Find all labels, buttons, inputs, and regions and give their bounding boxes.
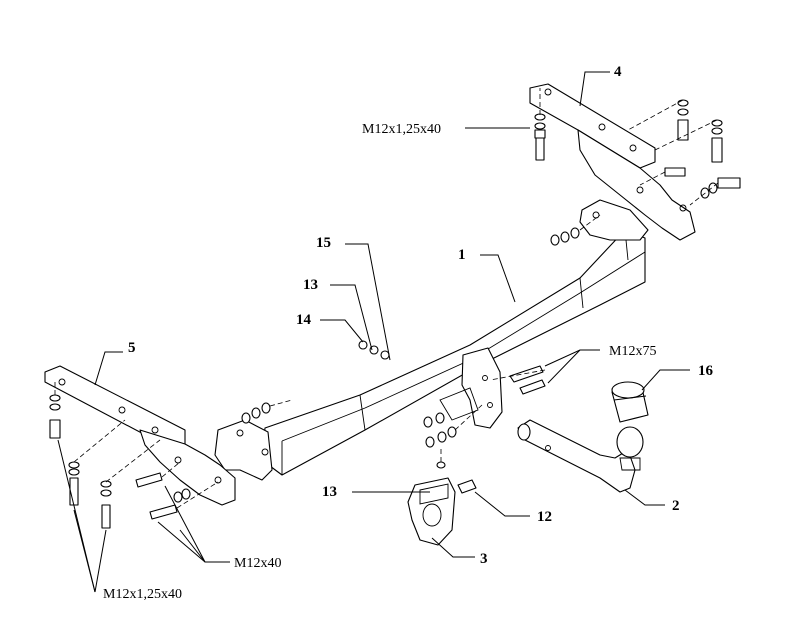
assembly-lines [54,88,719,509]
label-part-16: 16 [698,363,714,379]
callout-labels: 1 2 3 4 5 12 13 13 14 15 16 M12x1,25x40 … [103,64,714,602]
label-part-1: 1 [458,247,466,263]
label-part-12: 12 [537,509,552,525]
fasteners [49,99,741,529]
label-bolt-m12x125x40-top: M12x1,25x40 [362,122,441,137]
cross-beam [261,229,646,476]
label-bolt-m12x75: M12x75 [609,344,656,359]
label-part-2: 2 [672,498,680,514]
label-part-4: 4 [614,64,622,80]
tow-ball-neck [517,419,644,493]
socket-plate [407,477,456,546]
ball-cap [611,381,649,423]
label-bolt-m12x40: M12x40 [234,556,281,571]
right-side-bracket [529,83,696,241]
label-part-15: 15 [316,235,331,251]
beam-left-flange [214,419,273,481]
label-part-13-upper: 13 [303,277,318,293]
label-part-13-lower: 13 [322,484,337,500]
label-part-14: 14 [296,312,312,328]
leader-lines [57,71,690,593]
ball-mount-bracket [439,347,503,429]
label-part-3: 3 [480,551,488,567]
label-part-5: 5 [128,340,136,356]
label-bolt-m12x125x40-bottom: M12x1,25x40 [103,587,182,602]
